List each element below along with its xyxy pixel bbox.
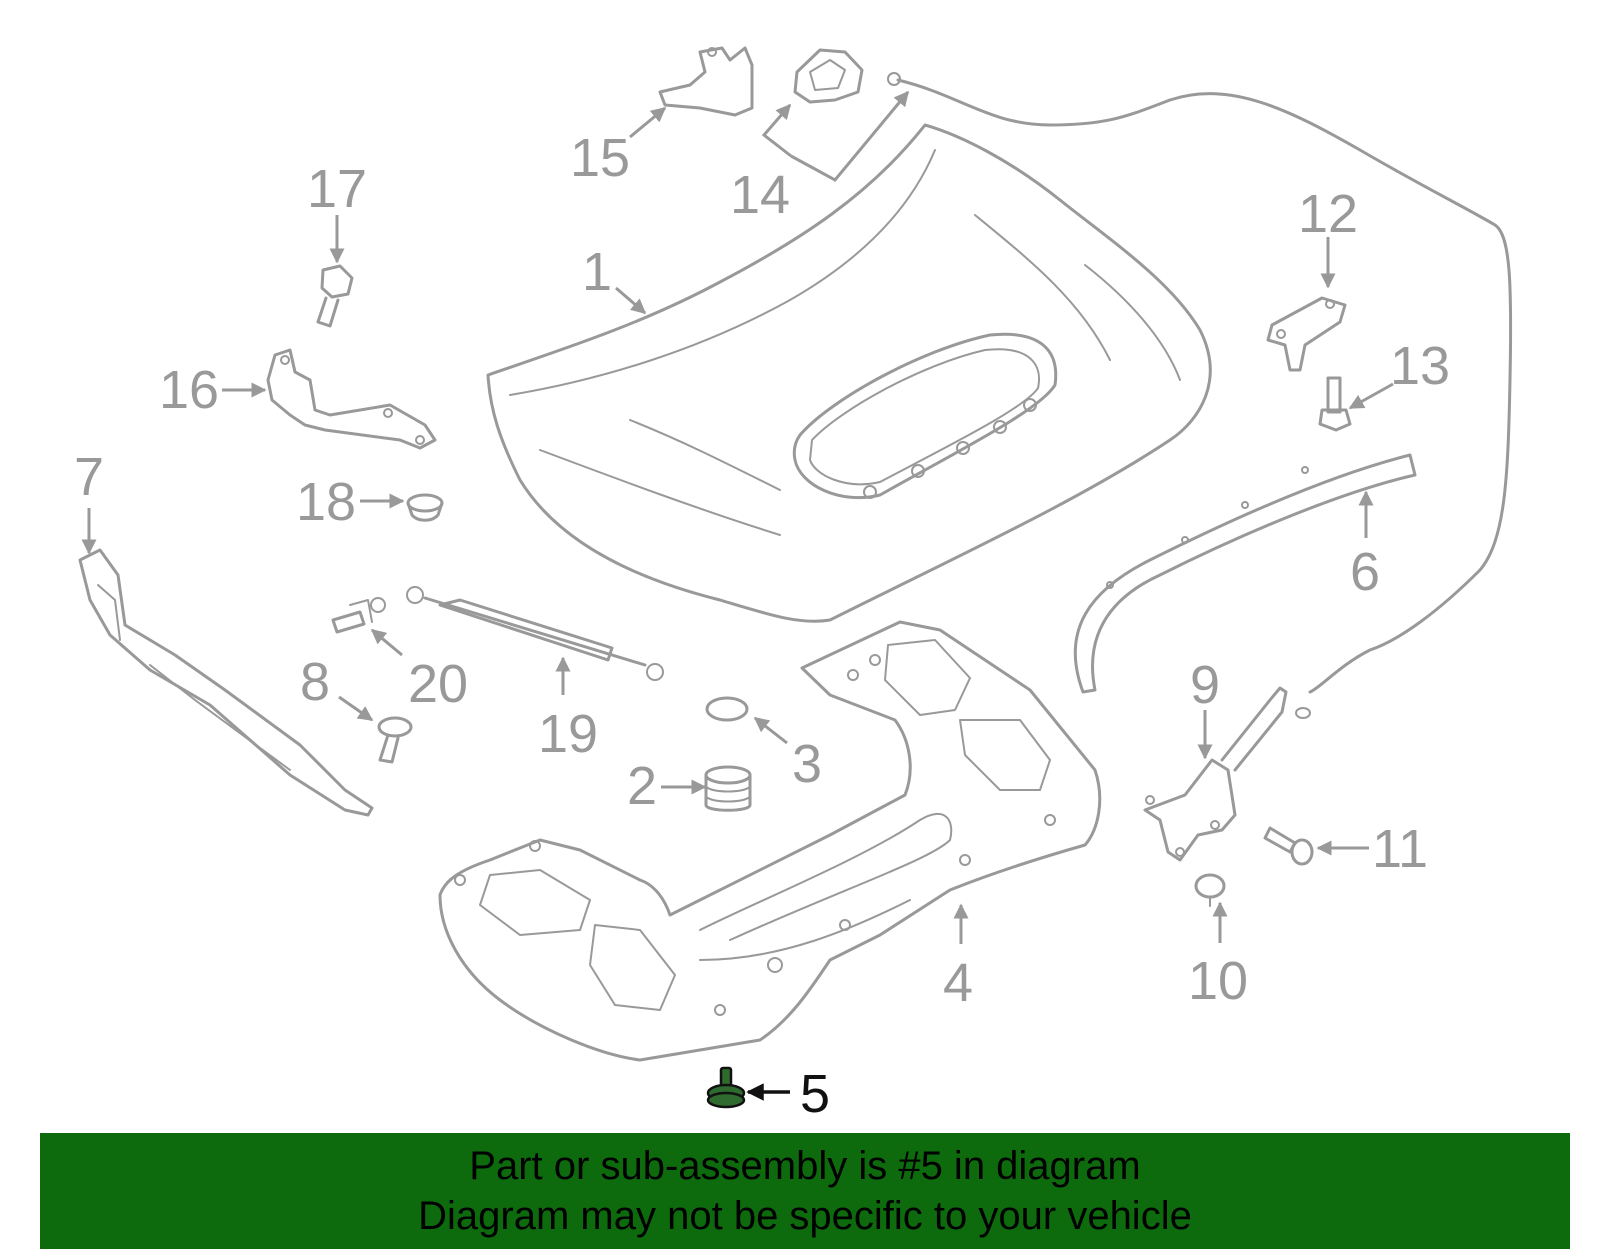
striker-12-part [1266, 296, 1347, 372]
push-clip-5-part[interactable] [706, 1066, 746, 1109]
seal-part [1073, 453, 1417, 694]
callout-8: 8 [300, 652, 330, 712]
callout-4: 4 [943, 953, 973, 1013]
callout-1: 1 [582, 242, 612, 302]
bolt-11-part [1263, 826, 1314, 866]
hinge-bracket-part [266, 348, 437, 450]
callout-20: 20 [408, 654, 468, 714]
bolt-13-part [1318, 376, 1352, 432]
latch-9-part [1143, 686, 1288, 862]
insulator-part [438, 620, 1102, 1062]
bumper-part [704, 765, 752, 812]
side-bracket-part [78, 548, 374, 817]
bracket-14-part [793, 48, 864, 104]
callout-14: 14 [730, 165, 790, 225]
ring-part [705, 696, 749, 722]
release-cable-part [887, 72, 1513, 719]
callout-3: 3 [792, 734, 822, 794]
nut-18-part [406, 493, 444, 522]
callout-2: 2 [627, 756, 657, 816]
clip-20-part [331, 597, 386, 634]
callout-9: 9 [1190, 655, 1220, 715]
leader-lines [81, 90, 1394, 1101]
callout-11: 11 [1372, 819, 1428, 879]
callout-13: 13 [1390, 336, 1450, 396]
bolt-10-part [1194, 873, 1226, 907]
strut-part [406, 586, 664, 681]
callout-18: 18 [296, 472, 356, 532]
callout-15: 15 [570, 128, 630, 188]
bracket-15-part [658, 46, 754, 117]
banner-line-2: Diagram may not be specific to your vehi… [418, 1194, 1192, 1238]
callout-6: 6 [1350, 542, 1380, 602]
callout-19: 19 [538, 704, 598, 764]
callout-7: 7 [74, 447, 104, 507]
callout-16: 16 [159, 360, 219, 420]
callout-10: 10 [1188, 951, 1248, 1011]
callout-12: 12 [1298, 184, 1358, 244]
hood-part [486, 123, 1212, 623]
callout-5[interactable]: 5 [800, 1064, 830, 1124]
clip-8-part [377, 716, 413, 764]
banner-line-1: Part or sub-assembly is #5 in diagram [469, 1144, 1141, 1188]
info-banner: Part or sub-assembly is #5 in diagram Di… [40, 1133, 1570, 1249]
bolt-17-part [316, 264, 354, 328]
callout-17: 17 [307, 159, 367, 219]
